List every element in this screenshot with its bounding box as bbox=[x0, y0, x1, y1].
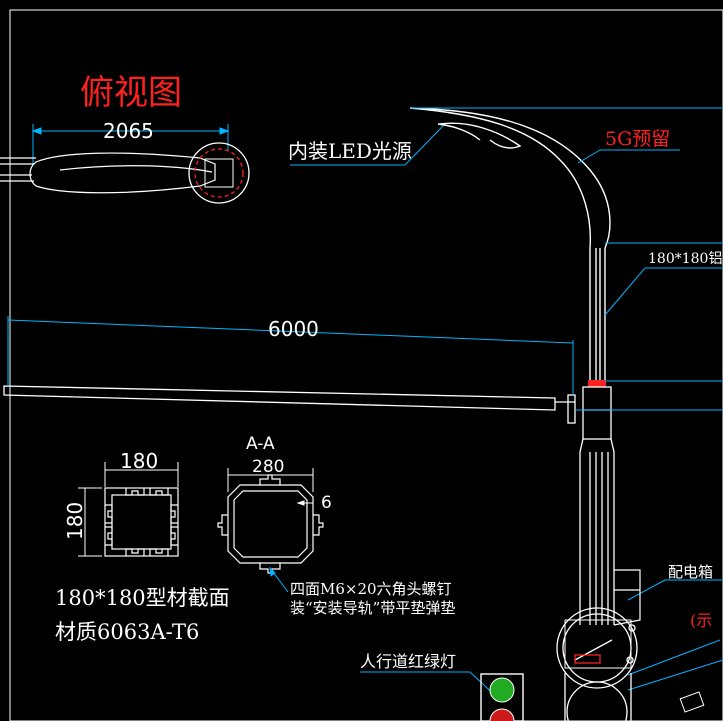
section-offset-label: 6 bbox=[321, 493, 332, 513]
distribution-box bbox=[613, 569, 641, 626]
section-width-label: 280 bbox=[252, 457, 284, 477]
section-aa bbox=[217, 474, 324, 574]
profile-section bbox=[104, 487, 179, 557]
base-lower bbox=[564, 673, 632, 721]
g5-note: 5G预留 bbox=[605, 128, 670, 150]
drawing-frame bbox=[9, 9, 723, 721]
dimension-2065-label: 2065 bbox=[103, 119, 154, 143]
traffic-light bbox=[480, 673, 524, 721]
pedestrian-light-label: 人行道红绿灯 bbox=[360, 652, 456, 671]
pole-top-view-ring bbox=[188, 142, 250, 204]
pole-lower bbox=[579, 386, 615, 625]
material-caption: 材质6063A-T6 bbox=[55, 620, 199, 644]
corner-marker bbox=[679, 691, 705, 713]
bolt-note-line1: 四面M6×20六角头螺钉 bbox=[290, 580, 452, 598]
bolt-note-line2: 装“安装导轨”带平垫弹垫 bbox=[290, 599, 455, 617]
reference-lines bbox=[410, 107, 723, 411]
profile-height-label: 180 bbox=[63, 502, 87, 540]
dimension-arm bbox=[7, 316, 574, 395]
arm bbox=[3, 385, 576, 424]
base-section-circle bbox=[556, 607, 638, 689]
lamp-head bbox=[409, 107, 611, 249]
distribution-box-label: 配电箱 bbox=[668, 563, 713, 581]
led-note: 内装LED光源 bbox=[288, 139, 412, 163]
profile-note: 180*180铝 bbox=[648, 251, 722, 267]
example-note: (示 bbox=[690, 611, 712, 630]
top-view-title: 俯视图 bbox=[80, 73, 182, 113]
profile-dimension bbox=[78, 462, 179, 557]
dimension-6000-label: 6000 bbox=[268, 317, 319, 341]
pole-red-band bbox=[588, 380, 606, 387]
pole-upper bbox=[589, 248, 606, 380]
luminaire-top-view bbox=[0, 152, 216, 194]
profile-caption: 180*180型材截面 bbox=[55, 586, 230, 610]
section-title: A-A bbox=[246, 434, 275, 454]
bolt-note-leader bbox=[269, 566, 289, 593]
profile-width-label: 180 bbox=[120, 449, 158, 473]
